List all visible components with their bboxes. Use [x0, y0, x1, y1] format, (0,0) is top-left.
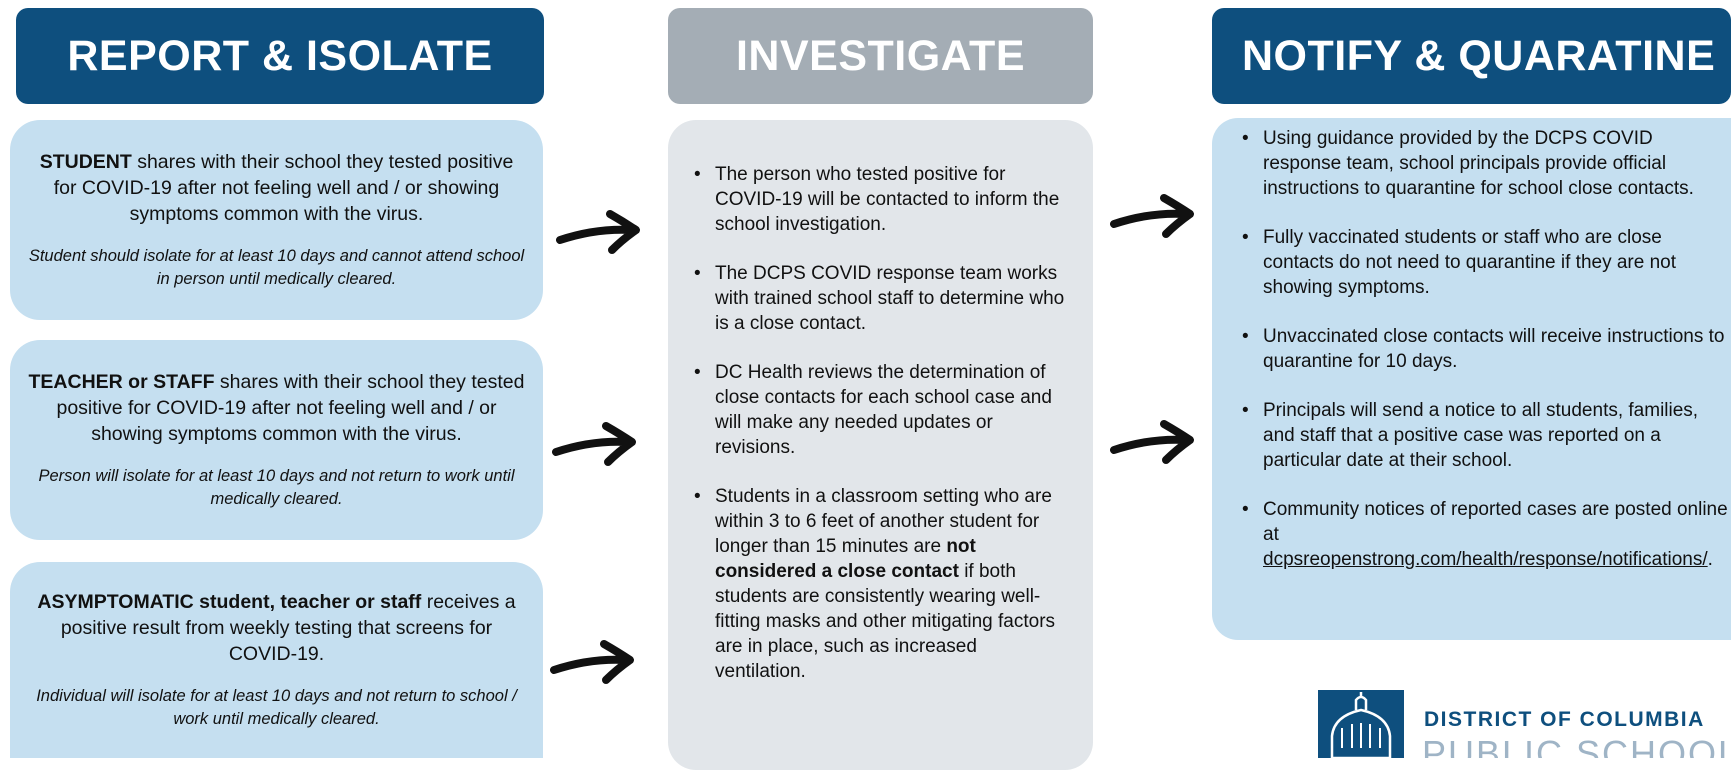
arrow-right-icon	[552, 422, 636, 466]
notify-quarantine-title: NOTIFY & QUARATINE	[1242, 31, 1716, 80]
notify-item: Principals will send a notice to all stu…	[1242, 398, 1731, 473]
asymptomatic-card: ASYMPTOMATIC student, teacher or staff r…	[10, 562, 543, 758]
investigate-item: DC Health reviews the determination of c…	[694, 360, 1071, 460]
arrow-right-icon	[1110, 194, 1194, 238]
arrow-right-icon	[556, 210, 640, 254]
notify-list: Using guidance provided by the DCPS COVI…	[1242, 126, 1731, 572]
notify-panel: Using guidance provided by the DCPS COVI…	[1212, 118, 1731, 640]
investigate-item: Students in a classroom setting who are …	[694, 484, 1071, 684]
arrow-right-icon	[1110, 420, 1194, 464]
investigate-item: The DCPS COVID response team works with …	[694, 261, 1071, 336]
teacher-staff-description: TEACHER or STAFF shares with their schoo…	[28, 369, 525, 447]
notify-item-text: .	[1707, 549, 1713, 570]
teacher-staff-label: TEACHER or STAFF	[28, 371, 215, 393]
asymptomatic-note: Individual will isolate for at least 10 …	[36, 687, 517, 728]
investigate-item-text: if both students are consistently wearin…	[715, 561, 1056, 682]
investigate-header: INVESTIGATE	[668, 8, 1093, 104]
student-card: STUDENT shares with their school they te…	[10, 120, 543, 320]
investigate-item-emphasis: not considered a close contact	[715, 536, 976, 582]
report-isolate-header: REPORT & ISOLATE	[16, 8, 544, 104]
asymptomatic-description: ASYMPTOMATIC student, teacher or staff r…	[28, 589, 525, 667]
asymptomatic-label: ASYMPTOMATIC student, teacher or staff	[37, 591, 422, 613]
notifications-link[interactable]: dcpsreopenstrong.com/health/response/not…	[1263, 549, 1708, 570]
notify-item: Using guidance provided by the DCPS COVI…	[1242, 126, 1731, 201]
asymptomatic-text: receives a positive result from weekly t…	[60, 591, 516, 665]
student-label: STUDENT	[39, 151, 132, 173]
notify-quarantine-header: NOTIFY & QUARATINE	[1212, 8, 1731, 104]
investigate-panel: The person who tested positive for COVID…	[668, 120, 1093, 770]
notify-item: Community notices of reported cases are …	[1242, 497, 1731, 572]
report-isolate-title: REPORT & ISOLATE	[67, 31, 493, 80]
investigate-title: INVESTIGATE	[735, 31, 1025, 80]
student-note: Student should isolate for at least 10 d…	[28, 247, 525, 288]
teacher-staff-note: Person will isolate for at least 10 days…	[38, 467, 515, 508]
student-text: shares with their school they tested pos…	[53, 151, 514, 225]
investigate-item-text: Students in a classroom setting who are …	[715, 486, 1052, 557]
investigate-list: The person who tested positive for COVID…	[694, 162, 1071, 684]
teacher-staff-card: TEACHER or STAFF shares with their schoo…	[10, 340, 543, 540]
notify-item: Unvaccinated close contacts will receive…	[1242, 324, 1731, 374]
investigate-item: The person who tested positive for COVID…	[694, 162, 1071, 237]
arrow-right-icon	[550, 640, 634, 684]
student-description: STUDENT shares with their school they te…	[28, 149, 525, 227]
notify-item: Fully vaccinated students or staff who a…	[1242, 225, 1731, 300]
capitol-dome-icon	[1318, 690, 1404, 758]
teacher-staff-text: shares with their school they tested pos…	[56, 371, 525, 445]
logo-line-1: DISTRICT OF COLUMBIA	[1424, 708, 1705, 731]
notify-item-text: Community notices of reported cases are …	[1263, 499, 1728, 545]
logo-line-2: PUBLIC SCHOOLS	[1422, 733, 1731, 758]
dcps-logo: DISTRICT OF COLUMBIA PUBLIC SCHOOLS	[1318, 690, 1731, 758]
